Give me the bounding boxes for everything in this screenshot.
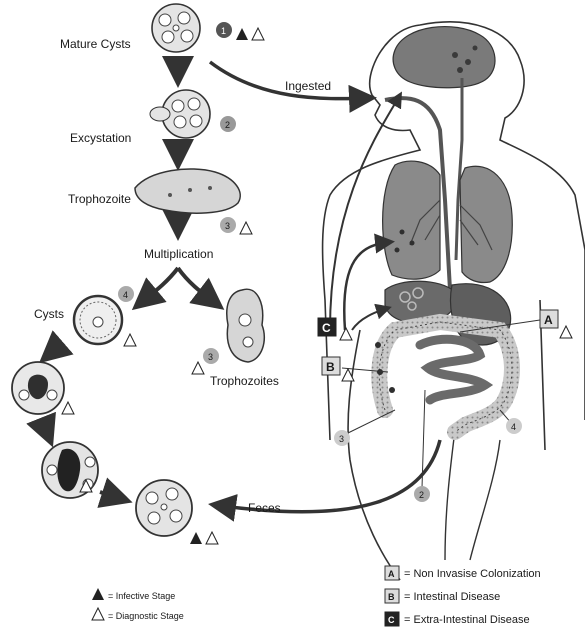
body-stage-3-label: 3: [339, 434, 344, 444]
legend-a-label: = Non Invasise Colonization: [404, 568, 541, 580]
stage-number-1: 1: [221, 26, 226, 36]
binucleate-cyst: [12, 362, 64, 414]
brain: [393, 27, 495, 88]
human-figure: [323, 22, 585, 580]
mature-cyst-top: [152, 4, 200, 52]
label-trophozoite: Trophozoite: [68, 192, 131, 206]
excystation-cyst: [150, 90, 210, 138]
legend-c-label: = Extra-Intestinal Disease: [404, 614, 530, 626]
trophozoite-cell: [135, 169, 240, 213]
box-a-label: A: [544, 313, 553, 327]
legend-a-letter: A: [388, 569, 395, 579]
left-lung: [383, 161, 440, 279]
leg-outline: [445, 430, 500, 560]
stage-number-2: 2: [225, 120, 230, 130]
infective-stage-icon: [236, 28, 248, 40]
label-trophozoites: Trophozoites: [210, 374, 279, 388]
box-b-label: B: [326, 360, 335, 374]
stage-number-3: 3: [225, 221, 230, 231]
body-stage-2-label: 2: [419, 490, 424, 500]
legend-infective-label: = Infective Stage: [108, 591, 175, 601]
legend-right: A = Non Invasise Colonization B = Intest…: [385, 566, 541, 626]
label-excystation: Excystation: [70, 131, 131, 145]
small-intestine: [420, 339, 485, 400]
right-lung: [460, 166, 512, 282]
immature-cyst: [74, 296, 122, 344]
legend-b-label: = Intestinal Disease: [404, 591, 500, 603]
box-c-label: C: [322, 321, 331, 335]
legend-diagnostic-label: = Diagnostic Stage: [108, 611, 184, 621]
label-cysts: Cysts: [34, 307, 64, 321]
label-mature-cysts: Mature Cysts: [60, 37, 131, 51]
stage-number-3b: 3: [208, 352, 213, 362]
label-ingested: Ingested: [285, 79, 331, 93]
diagnostic-stage-icon: [252, 28, 264, 40]
mature-cyst-bottom: [136, 480, 192, 536]
body-stage-4-label: 4: [511, 422, 516, 432]
legend-left: = Infective Stage = Diagnostic Stage: [92, 588, 184, 621]
legend-infective-icon: [92, 588, 104, 600]
legend-diagnostic-icon: [92, 608, 104, 620]
legend-b-letter: B: [388, 592, 395, 602]
label-feces: Feces: [248, 501, 281, 515]
legend-c-letter: C: [388, 615, 395, 625]
label-multiplication: Multiplication: [144, 247, 213, 261]
stage-number-4: 4: [123, 290, 128, 300]
